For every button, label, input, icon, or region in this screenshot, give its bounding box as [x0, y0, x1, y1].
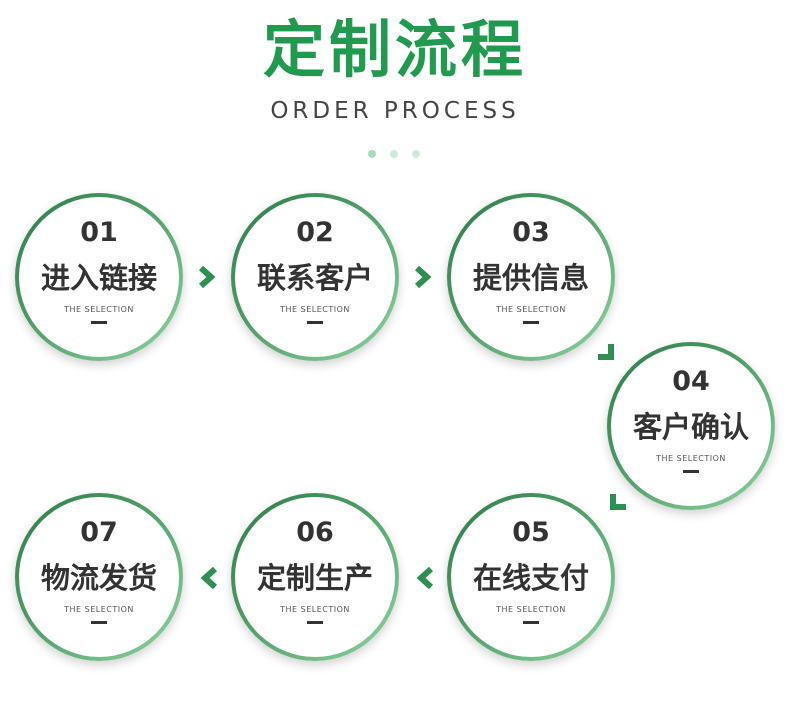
step-tag: THE SELECTION [280, 605, 350, 614]
step-number: 07 [80, 517, 118, 548]
step-number: 01 [80, 217, 118, 248]
step-04-circle: 04 客户确认 THE SELECTION [607, 342, 775, 510]
step-dash [683, 470, 699, 473]
step-inner [451, 497, 611, 657]
step-number: 06 [296, 517, 334, 548]
step-01-circle: 01 进入链接 THE SELECTION [15, 193, 183, 361]
step-inner [19, 497, 179, 657]
step-dash [307, 621, 323, 624]
decorative-dots [368, 150, 420, 158]
dot-indicator [390, 150, 398, 158]
step-02-circle: 02 联系客户 THE SELECTION [231, 193, 399, 361]
step-03-circle: 03 提供信息 THE SELECTION [447, 193, 615, 361]
step-dash [91, 621, 107, 624]
step-label: 客户确认 [632, 410, 749, 444]
page-title: 定制流程 [262, 13, 527, 86]
step-dash [307, 321, 323, 324]
step-tag: THE SELECTION [496, 305, 566, 314]
dot-indicator [368, 150, 376, 158]
step-tag: THE SELECTION [496, 605, 566, 614]
step-tag: THE SELECTION [656, 454, 726, 463]
step-inner [235, 497, 395, 657]
dot-indicator [412, 150, 420, 158]
step-label: 在线支付 [472, 561, 589, 595]
chevron-right-icon [198, 265, 216, 289]
corner-arrow-icon [610, 494, 626, 510]
step-label: 联系客户 [256, 261, 373, 295]
corner-arrow-icon [598, 344, 614, 360]
step-inner [611, 346, 771, 506]
step-inner [451, 197, 611, 357]
step-05-circle: 05 在线支付 THE SELECTION [447, 493, 615, 661]
step-inner [235, 197, 395, 357]
chevron-left-icon [200, 566, 218, 590]
step-06-circle: 06 定制生产 THE SELECTION [231, 493, 399, 661]
step-dash [523, 621, 539, 624]
chevron-left-icon [416, 566, 434, 590]
step-tag: THE SELECTION [280, 305, 350, 314]
step-number: 02 [296, 217, 334, 248]
step-07-circle: 07 物流发货 THE SELECTION [15, 493, 183, 661]
page-subtitle: ORDER PROCESS [270, 98, 520, 124]
step-dash [91, 321, 107, 324]
step-number: 04 [672, 366, 710, 397]
step-label: 定制生产 [256, 561, 373, 595]
step-label: 进入链接 [40, 261, 157, 295]
step-label: 物流发货 [40, 561, 157, 595]
step-number: 05 [512, 517, 550, 548]
step-inner [19, 197, 179, 357]
chevron-right-icon [414, 265, 432, 289]
step-tag: THE SELECTION [64, 305, 134, 314]
step-label: 提供信息 [472, 261, 589, 295]
step-tag: THE SELECTION [64, 605, 134, 614]
step-number: 03 [512, 217, 550, 248]
step-dash [523, 321, 539, 324]
